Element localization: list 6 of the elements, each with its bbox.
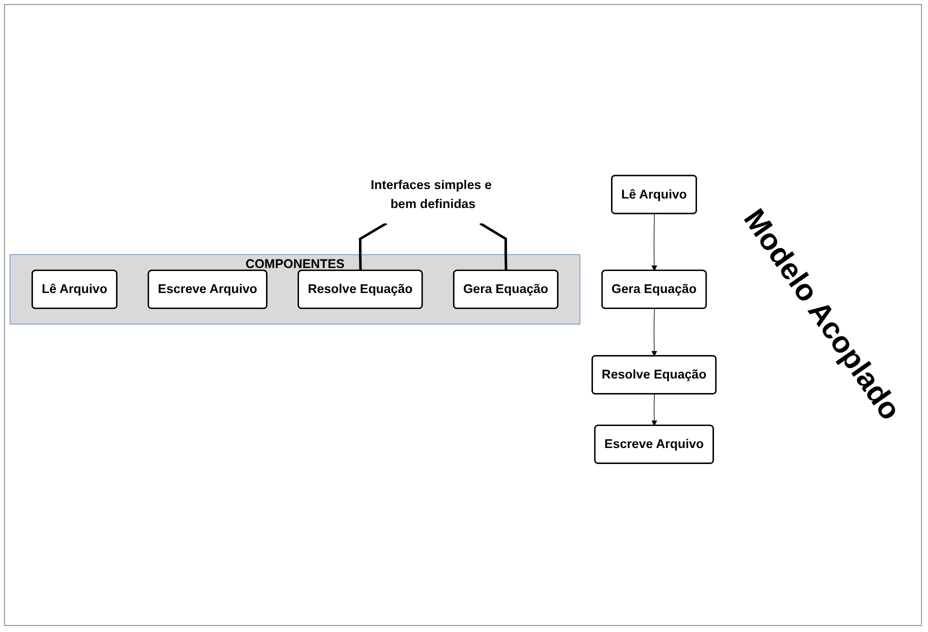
node-text: Interfaces simples e bem definidas: [370, 178, 492, 212]
arrow: [652, 308, 658, 357]
connector: [479, 222, 508, 272]
connector: [358, 222, 388, 272]
arrow: [652, 394, 658, 426]
arrow: [652, 214, 658, 272]
